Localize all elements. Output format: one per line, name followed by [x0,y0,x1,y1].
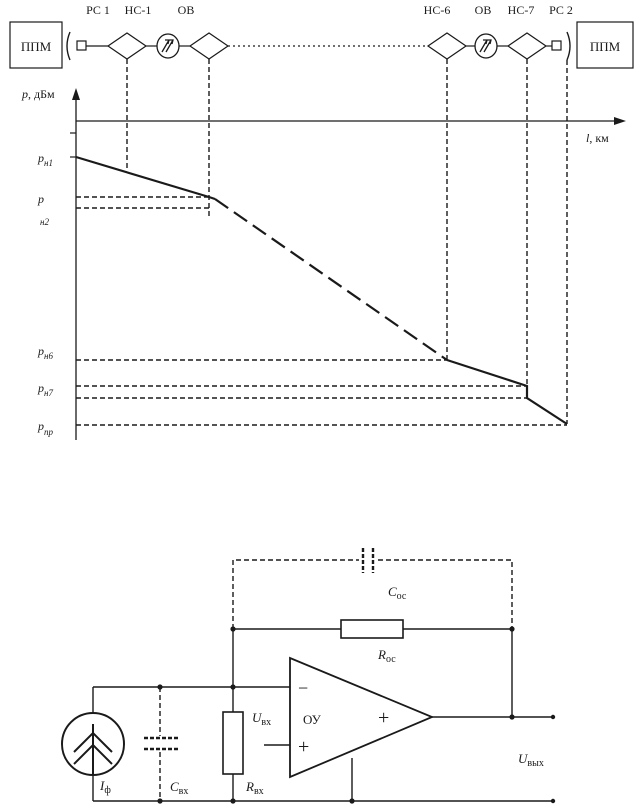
ground-terminal [550,798,556,804]
ns6-label: НС-6 [424,3,451,17]
ov1-label: ОВ [178,3,195,17]
output-terminal [550,714,556,720]
ns6-diamond [426,32,468,60]
rs2-label: РС 2 [549,3,573,17]
opamp-plus-output: + [378,707,389,729]
ov2-circle-icon [474,33,498,59]
right-connector-bracket [566,31,571,61]
right-ppm-box [576,21,634,69]
u-out-label: Uвых [518,751,544,769]
left-connector-bracket [66,31,71,61]
photodetector-circuit: Cос Rос Cвх Rвх Uв [61,548,556,804]
rs1-label: РС 1 [86,3,110,17]
r-oc-resistor [340,619,404,639]
x-axis-label: l, км [586,131,609,145]
left-ppm-label: ППМ [21,39,52,54]
level-curve-dashed-segment [214,198,448,361]
x-axis-arrow [614,117,626,125]
r-vx-resistor [222,711,244,775]
ns1-diamond [106,32,148,60]
r-oc-label: Rос [377,647,396,665]
opamp-triangle [289,656,435,779]
ov2-label: ОВ [475,3,492,17]
y-axis-arrow [72,88,80,100]
level-n1-label: pн1 [37,151,53,168]
level-pr-label: pпр [37,419,54,437]
c-oc-wire-right [378,559,513,629]
u-vx-label: Uвх [252,710,271,728]
ns7-label: НС-7 [508,3,535,17]
photodiode-source-icon [61,712,125,776]
r-vx-label: Rвх [245,779,264,797]
left-ppm-box [9,21,63,69]
c-vx-label: Cвх [170,779,188,797]
fiber-line-diagram: ППМ ППМ РС 1 НС [9,3,634,69]
ns1-label: НС-1 [125,3,152,17]
c-oc-label: Cос [388,584,407,602]
opamp-plus-input: + [298,736,309,758]
ov1-out-diamond [188,32,230,60]
level-curve-segment-2 [446,358,568,425]
c-oc-wire-left [232,559,359,629]
level-curve-segment-1 [75,155,216,201]
ns7-diamond [506,32,548,60]
ov1-circle-icon [156,33,180,59]
y-axis-label: p, дБм [21,87,55,101]
i-f-label: Iф [99,778,111,796]
opamp-minus-input: − [298,678,308,698]
right-ppm-label: ППМ [590,39,621,54]
opamp-label: ОУ [303,712,322,727]
level-n7-label: pн7 [37,381,53,398]
level-n6-label: pн6 [37,344,53,361]
left-connector-square [76,40,87,51]
right-connector-square [551,40,562,51]
